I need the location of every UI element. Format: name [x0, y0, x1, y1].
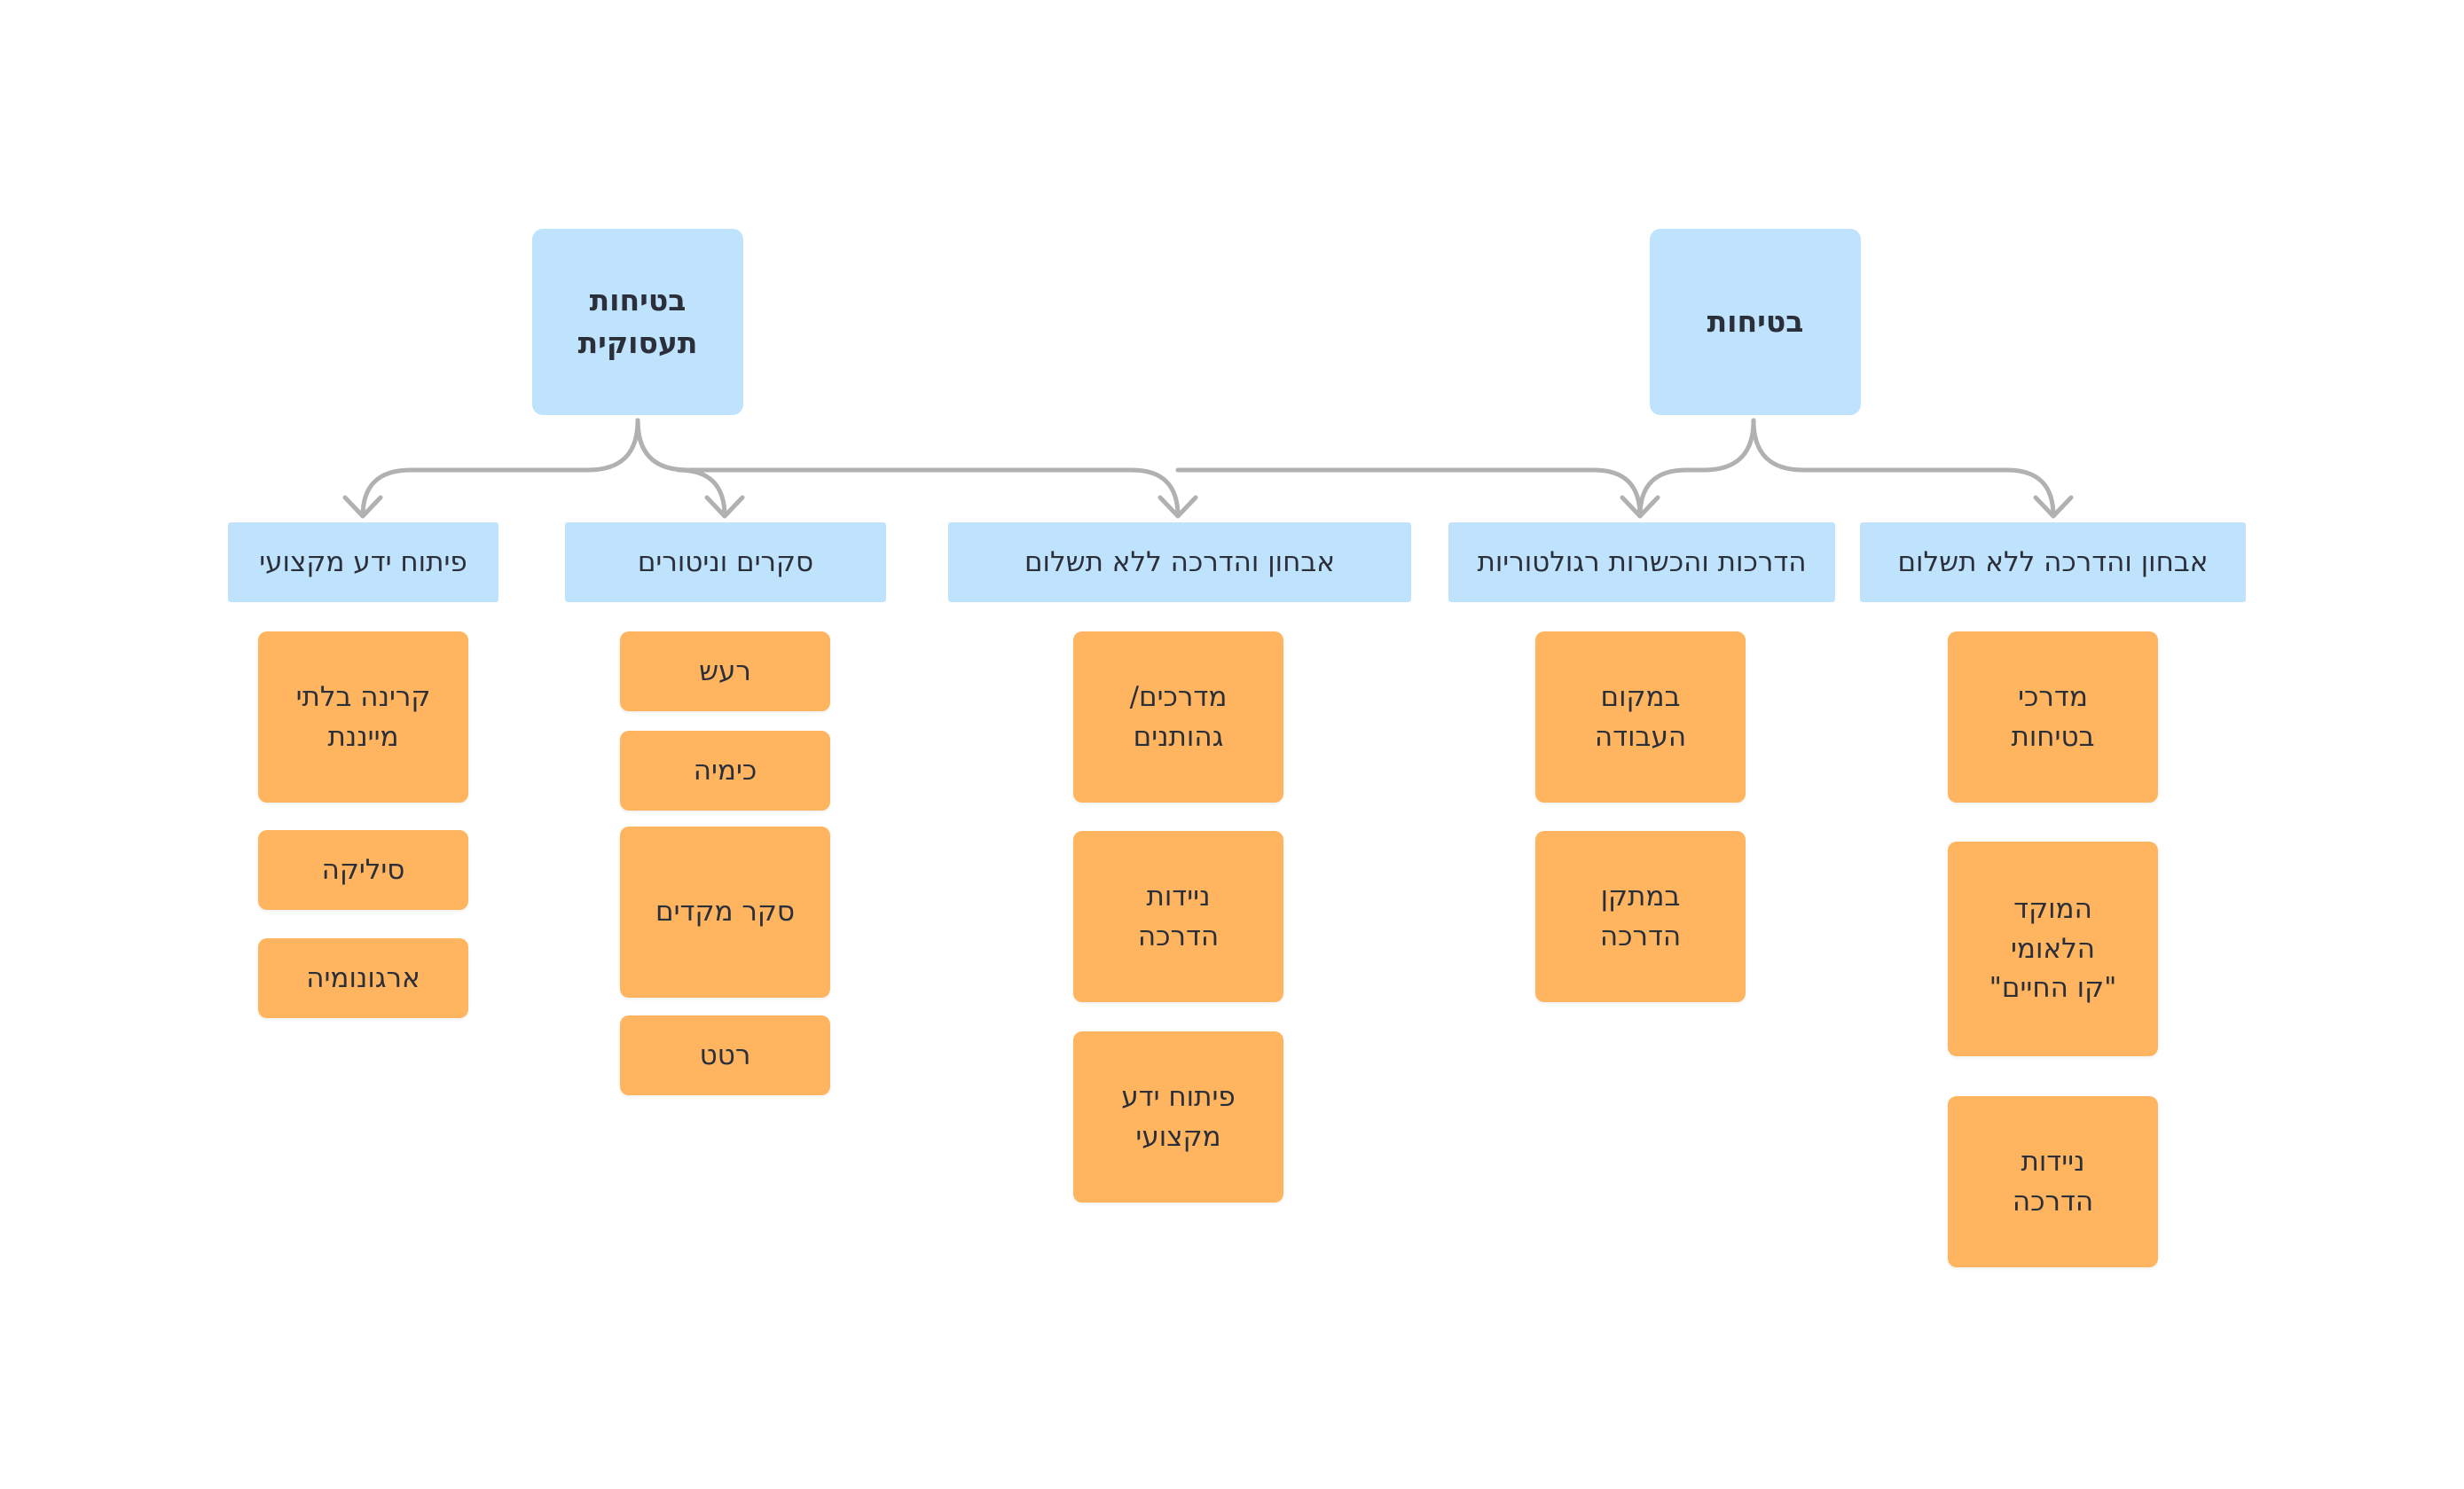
leaf-noise-label: רעש: [699, 654, 751, 687]
category-regulatory-training-label: הדרכות והכשרות רגולטוריות: [1477, 545, 1807, 578]
leaf-ergonomics-label: ארגונומיה: [306, 961, 420, 994]
category-surveys-monitoring: סקרים וניטורים: [565, 522, 886, 602]
leaf-chemistry-label: כימיה: [693, 754, 757, 787]
leaf-at-training-facility-label: במתקן הדרכה: [1599, 880, 1682, 952]
leaf-preliminary-survey: סקר מקדים: [620, 827, 830, 998]
leaf-at-workplace: במקום העבודה: [1535, 631, 1746, 803]
leaf-preliminary-survey-label: סקר מקדים: [655, 896, 795, 929]
leaf-silica: סיליקה: [258, 830, 468, 910]
arrowhead-surveys: [704, 495, 745, 519]
leaf-ergonomics: ארגונומיה: [258, 938, 468, 1018]
leaf-national-center-label: המוקד הלאומי "קו החיים": [1989, 892, 2117, 1005]
root-safety-label: בטיחות: [1707, 304, 1804, 340]
category-free-testing-guidance-b-label: אבחון והדרכה ללא תשלום: [1024, 545, 1336, 578]
leaf-guides-manuals-label: מדרכים/ גהותנים: [1129, 680, 1228, 753]
leaf-chemistry: כימיה: [620, 731, 830, 811]
category-regulatory-training: הדרכות והכשרות רגולטוריות: [1448, 522, 1835, 602]
leaf-mobile-training-b-label: ניידות הדרכה: [1137, 880, 1220, 952]
leaf-safety-guides: מדרכי בטיחות: [1948, 631, 2158, 803]
root-occupational-safety-label: בטיחות תעסוקית: [577, 283, 698, 360]
connector-occupational-to-free-testing-b: [635, 418, 1181, 519]
arrowhead-professional-knowledge: [342, 495, 383, 519]
category-professional-knowledge: פיתוח ידע מקצועי: [228, 522, 498, 602]
category-professional-knowledge-label: פיתוח ידע מקצועי: [259, 545, 467, 578]
leaf-at-training-facility: במתקן הדרכה: [1535, 831, 1746, 1002]
category-surveys-monitoring-label: סקרים וניטורים: [637, 545, 814, 578]
leaf-radon: רטט: [620, 1015, 830, 1095]
connector-safety-to-free-testing-a: [1751, 418, 2056, 519]
arrowhead-free-testing-a: [2033, 495, 2074, 519]
leaf-mobile-training-a-label: ניידות הדרכה: [2012, 1145, 2094, 1218]
leaf-at-workplace-label: במקום העבודה: [1594, 680, 1687, 753]
leaf-professional-knowledge: פיתוח ידע מקצועי: [1073, 1031, 1283, 1203]
arrowhead-free-testing-b: [1157, 495, 1198, 519]
connector-shared-line: [1175, 467, 1643, 519]
category-free-testing-guidance-a: אבחון והדרכה ללא תשלום: [1860, 522, 2246, 602]
leaf-radon-label: רטט: [699, 1038, 751, 1071]
leaf-mobile-training-b: ניידות הדרכה: [1073, 831, 1283, 1002]
leaf-safety-guides-label: מדרכי בטיחות: [2011, 680, 2095, 753]
category-free-testing-guidance-b: אבחון והדרכה ללא תשלום: [948, 522, 1411, 602]
root-safety: בטיחות: [1650, 229, 1861, 415]
root-occupational-safety: בטיחות תעסוקית: [532, 229, 743, 415]
leaf-mobile-training-a: ניידות הדרכה: [1948, 1096, 2158, 1267]
leaf-silica-label: סיליקה: [321, 853, 405, 886]
leaf-non-ionizing-radiation: קרינה בלתי מייננת: [258, 631, 468, 803]
leaf-professional-knowledge-label: פיתוח ידע מקצועי: [1121, 1080, 1236, 1153]
connector-occupational-to-professional-knowledge: [360, 418, 640, 519]
leaf-noise: רעש: [620, 631, 830, 711]
connector-safety-to-regulatory: [1637, 418, 1756, 519]
category-free-testing-guidance-a-label: אבחון והדרכה ללא תשלום: [1897, 545, 2209, 578]
leaf-guides-manuals: מדרכים/ גהותנים: [1073, 631, 1283, 803]
leaf-non-ionizing-radiation-label: קרינה בלתי מייננת: [295, 680, 431, 753]
leaf-national-center: המוקד הלאומי "קו החיים": [1948, 842, 2158, 1056]
